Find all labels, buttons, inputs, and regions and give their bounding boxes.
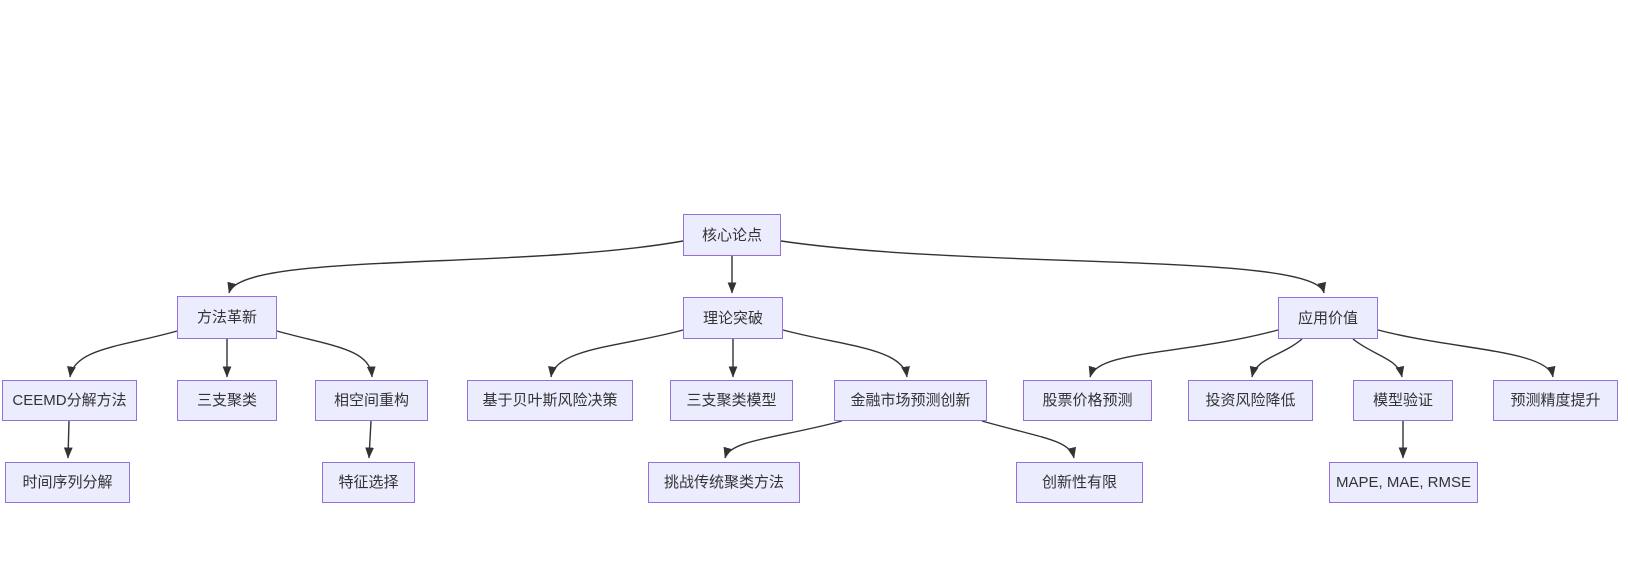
edge-phasespace-to-featuresel [365,420,374,459]
node-theory-breakthrough: 理论突破 [683,297,783,339]
edge-application-to-stock [1088,329,1279,378]
node-time-series-decomposition: 时间序列分解 [5,462,130,503]
node-phase-space-reconstruction: 相空间重构 [315,380,428,421]
node-ceemd-decomposition: CEEMD分解方法 [2,380,137,421]
node-core-thesis: 核心论点 [683,214,781,256]
edge-core-to-method [227,240,684,294]
node-three-way-clustering: 三支聚类 [177,380,277,421]
edge-application-to-investrisk [1249,338,1303,378]
node-model-validation: 模型验证 [1353,380,1453,421]
edge-ceemd-to-tsdecomp [63,420,73,459]
node-financial-market-innovation: 金融市场预测创新 [834,380,987,421]
node-three-way-clustering-model: 三支聚类模型 [670,380,793,421]
edge-method-to-phasespace [276,330,376,378]
node-bayesian-risk-decision: 基于贝叶斯风险决策 [467,380,633,421]
edge-theory-to-finmarket [782,329,910,378]
edge-finmarket-to-challenge [723,420,843,459]
edge-core-to-application [780,240,1326,294]
node-stock-price-prediction: 股票价格预测 [1023,380,1152,421]
edge-method-to-ceemd [67,330,178,378]
node-evaluation-metrics: MAPE, MAE, RMSE [1329,462,1478,503]
node-method-innovation: 方法革新 [177,296,277,339]
edge-theory-to-bayes [548,329,684,378]
node-limited-innovation: 创新性有限 [1016,462,1143,503]
node-application-value: 应用价值 [1278,297,1378,339]
edge-application-to-accuracy [1377,329,1556,378]
node-prediction-accuracy: 预测精度提升 [1493,380,1618,421]
node-feature-selection: 特征选择 [322,462,415,503]
edge-application-to-modelvalid [1352,338,1405,378]
edge-finmarket-to-limited [981,420,1077,459]
node-challenge-traditional-clustering: 挑战传统聚类方法 [648,462,800,503]
node-investment-risk-reduction: 投资风险降低 [1188,380,1313,421]
